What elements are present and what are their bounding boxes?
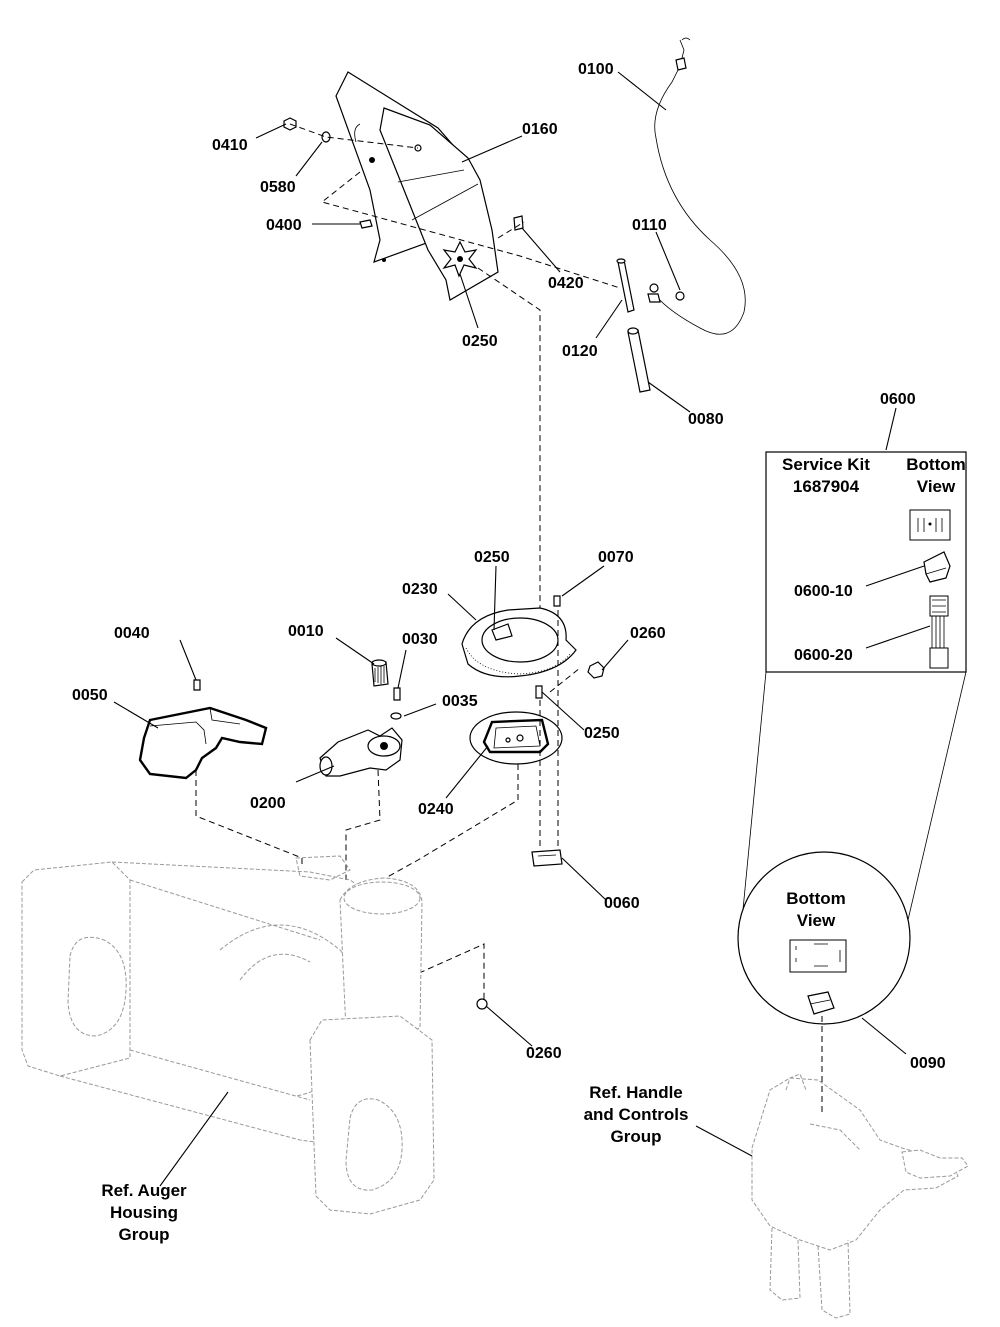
label-0230: 0230	[402, 581, 438, 598]
tube-0080	[627, 327, 651, 393]
rod-0120	[616, 258, 635, 313]
ref-handle-line2: and Controls	[584, 1105, 689, 1124]
assembly-line	[477, 267, 541, 620]
ref-handle-line3: Group	[611, 1127, 662, 1146]
chute-deflector	[335, 71, 499, 301]
label-0050: 0050	[72, 687, 108, 704]
harness-0600-20	[929, 595, 949, 669]
label-0030: 0030	[402, 631, 438, 648]
callout-circle-0090	[737, 671, 967, 1112]
assembly-line	[320, 171, 621, 289]
service-kit-bottom-view-1: Bottom	[906, 455, 965, 474]
ref-handle-text: Ref. Handle and Controls Group	[584, 1083, 689, 1146]
label-0160: 0160	[522, 121, 558, 138]
nut-0260	[587, 661, 605, 679]
label-0100: 0100	[578, 61, 614, 78]
clip-0060	[531, 849, 563, 867]
service-kit-number: 1687904	[793, 477, 860, 496]
nut-0260-lower	[476, 998, 488, 1010]
service-kit-text: Service Kit 1687904 Bottom View	[782, 455, 966, 496]
label-0250-chute: 0250	[462, 333, 498, 350]
assembly-line	[195, 770, 303, 868]
ref-auger-text: Ref. Auger Housing Group	[101, 1181, 187, 1244]
label-0600: 0600	[880, 391, 916, 408]
gear-0010	[371, 659, 389, 687]
label-0090: 0090	[910, 1055, 946, 1072]
cable-0100	[647, 37, 746, 335]
handle-controls	[751, 1073, 969, 1319]
motor-0200	[319, 687, 403, 777]
callout-bottom-view-2: View	[797, 911, 836, 930]
label-0420: 0420	[548, 275, 584, 292]
part-labels: 0100 0410 0160 0580 0400 0110 0420 0250 …	[72, 61, 946, 1072]
auger-housing	[21, 855, 435, 1215]
service-kit-bottom-view-2: View	[917, 477, 956, 496]
assembly-line	[289, 123, 419, 149]
ref-auger-line2: Housing	[110, 1203, 178, 1222]
callout-0090-text: Bottom View	[786, 889, 845, 930]
label-0060: 0060	[604, 895, 640, 912]
label-0260-lower: 0260	[526, 1045, 562, 1062]
service-kit-box	[765, 451, 967, 673]
label-0120: 0120	[562, 343, 598, 360]
label-0600-20: 0600-20	[794, 647, 853, 664]
assembly-line	[549, 667, 581, 693]
label-0040: 0040	[114, 625, 150, 642]
plate-0240	[469, 685, 563, 765]
label-0080: 0080	[688, 411, 724, 428]
label-0600-10: 0600-10	[794, 583, 853, 600]
label-0580: 0580	[260, 179, 296, 196]
ref-auger-line1: Ref. Auger	[101, 1181, 187, 1200]
assembly-line	[381, 764, 519, 881]
assembly-line	[345, 769, 381, 880]
label-0240: 0240	[418, 801, 454, 818]
label-0035: 0035	[442, 693, 478, 710]
label-0410: 0410	[212, 137, 248, 154]
ref-auger-line3: Group	[119, 1225, 170, 1244]
label-0400: 0400	[266, 217, 302, 234]
label-0110: 0110	[632, 217, 667, 234]
ring-gear-0230	[461, 595, 577, 678]
label-0070: 0070	[598, 549, 634, 566]
callout-bottom-view-1: Bottom	[786, 889, 845, 908]
label-0250-plate: 0250	[584, 725, 620, 742]
leader-lines	[113, 71, 931, 1187]
label-0260-top: 0260	[630, 625, 666, 642]
ref-handle-line1: Ref. Handle	[589, 1083, 683, 1102]
label-0010: 0010	[288, 623, 324, 640]
cover-0050	[138, 679, 268, 780]
service-kit-title: Service Kit	[782, 455, 870, 474]
assembly-line	[497, 221, 525, 239]
label-0250-ring: 0250	[474, 549, 510, 566]
label-0200: 0200	[250, 795, 286, 812]
